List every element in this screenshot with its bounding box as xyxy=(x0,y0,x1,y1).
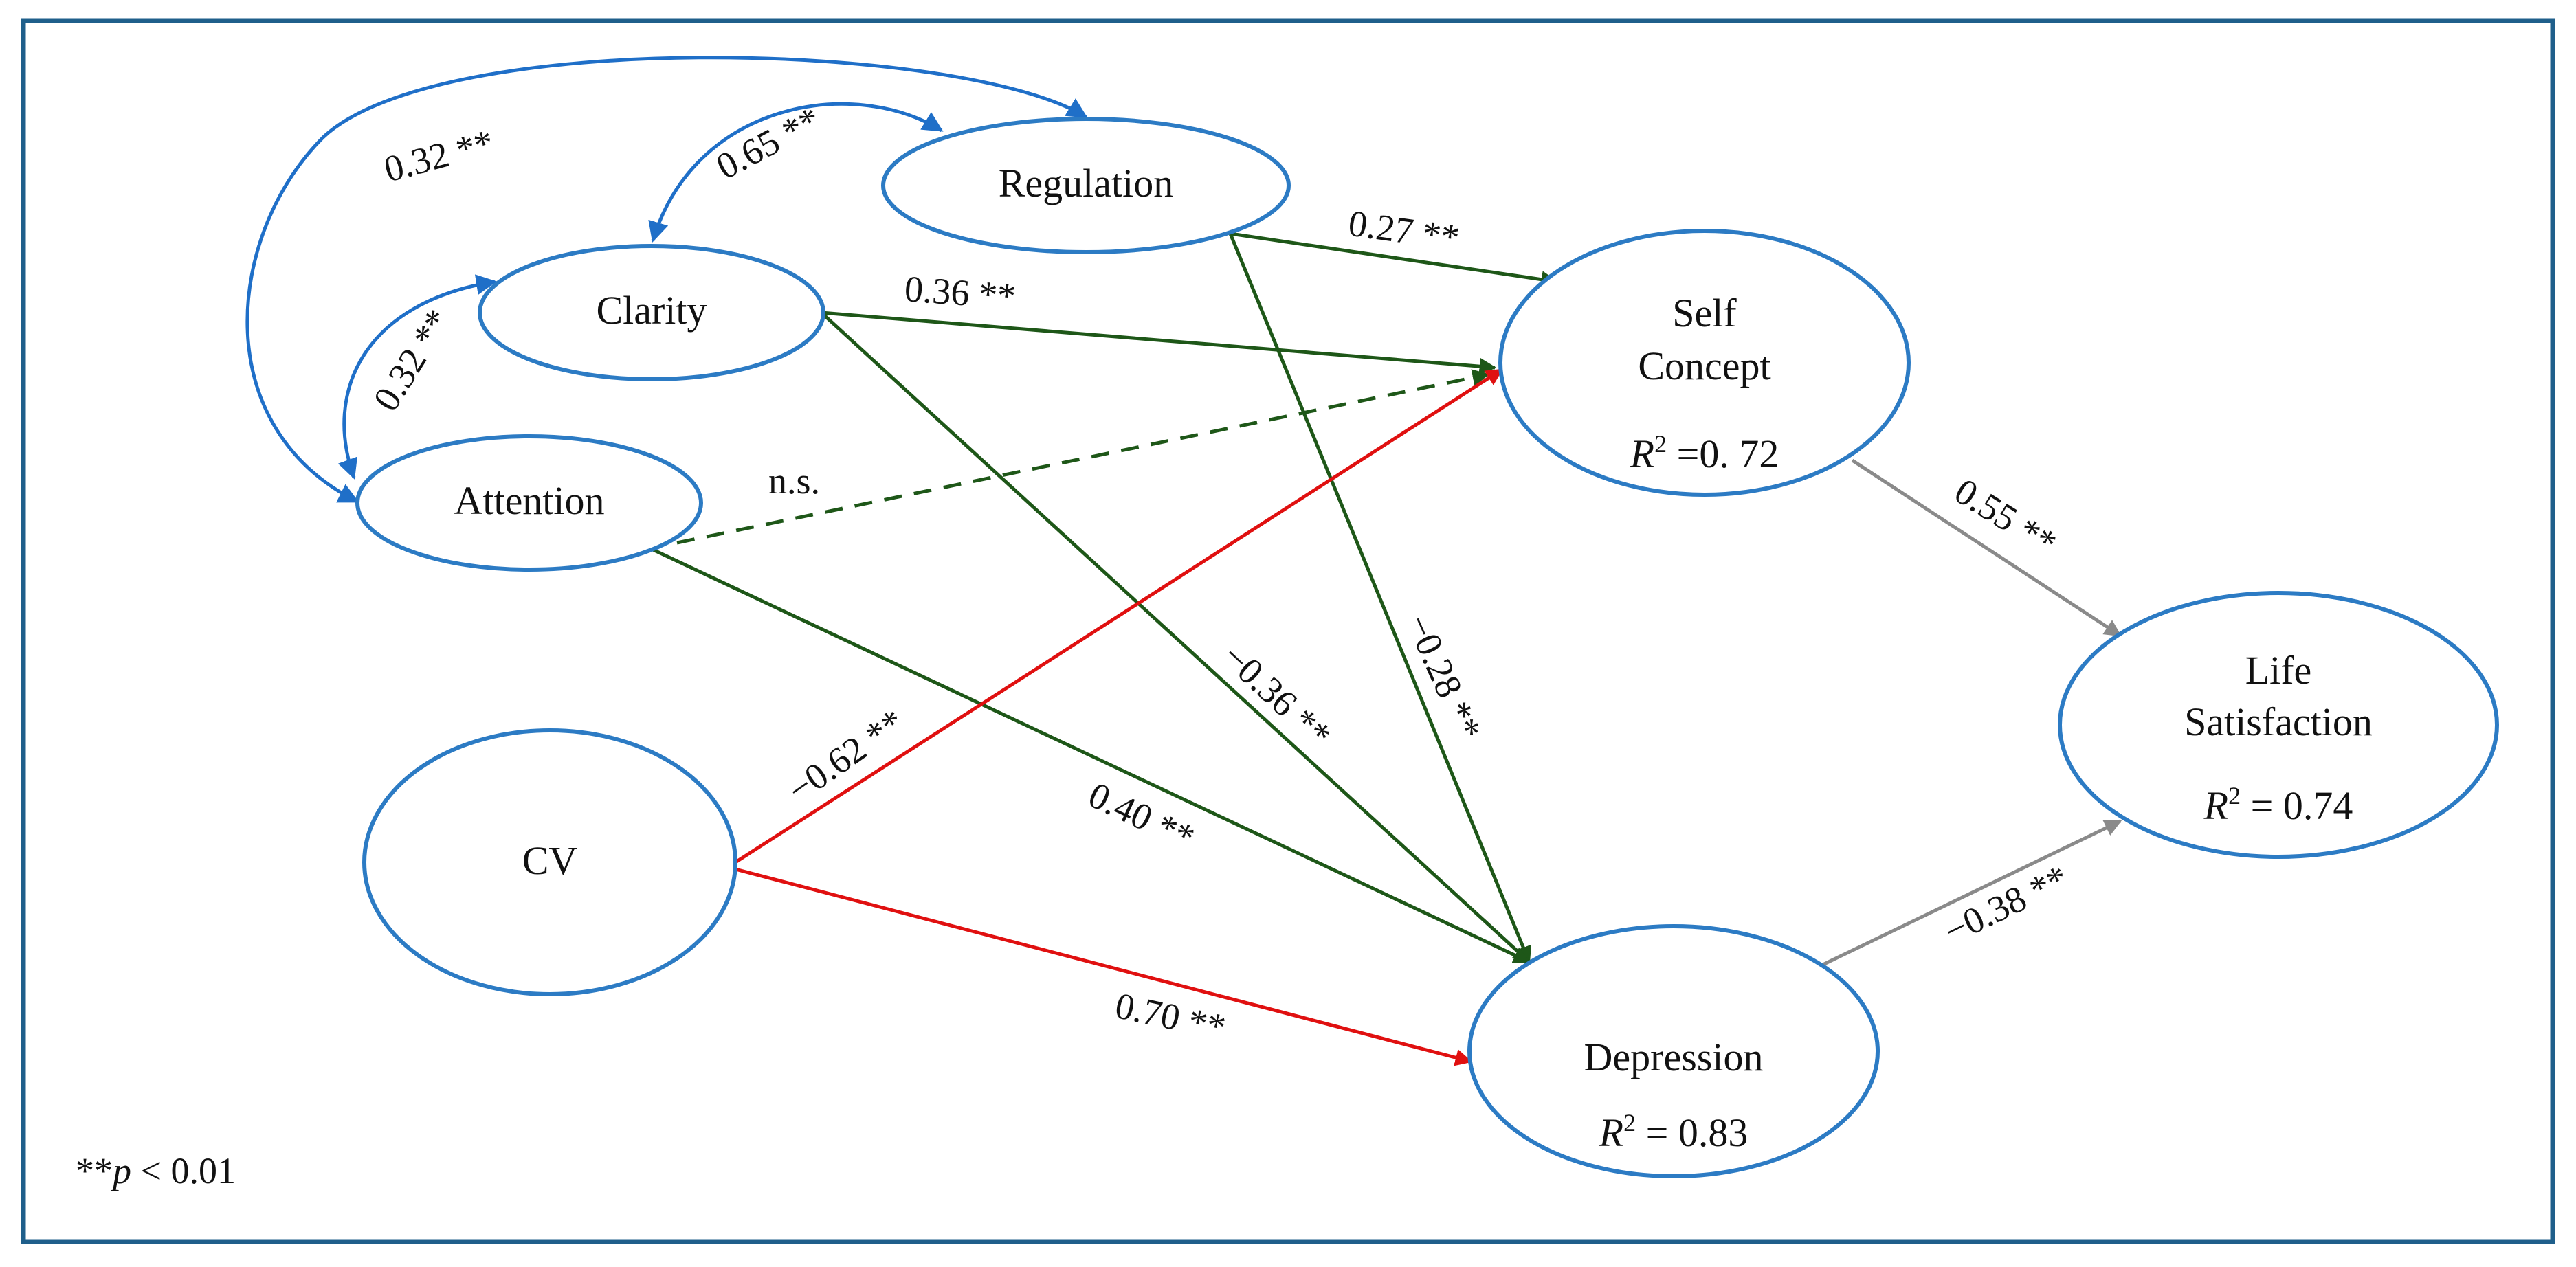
note-stars: ** xyxy=(76,1150,113,1191)
node-cv: CV xyxy=(362,728,737,996)
r2-value: = 0.83 xyxy=(1636,1110,1748,1155)
node-life-satisfaction: Life Satisfaction R2 = 0.74 xyxy=(2058,591,2499,859)
path-regulation-depression xyxy=(1228,233,1532,964)
path-cv-selfconcept xyxy=(734,368,1504,864)
node-attention-label: Attention xyxy=(454,478,604,523)
label-depression-lifesat: −0.38 ** xyxy=(1937,857,2074,952)
node-life-satisfaction-line2: Satisfaction xyxy=(2184,699,2373,744)
node-depression: Depression R2 = 0.83 xyxy=(1467,924,1880,1178)
r2-symbol: R xyxy=(1630,431,1654,476)
r2-value: =0. 72 xyxy=(1667,431,1779,476)
figure-frame xyxy=(21,18,2555,1244)
node-cv-label: CV xyxy=(522,838,578,883)
r2-symbol: R xyxy=(2203,783,2228,828)
label-attention-selfconcept: n.s. xyxy=(768,460,820,502)
r2-value: = 0.74 xyxy=(2241,783,2353,828)
correlation-arc-clarity-regulation xyxy=(648,102,944,243)
node-clarity-label: Clarity xyxy=(596,288,707,333)
label-selfconcept-lifesat: 0.55 ** xyxy=(1948,470,2064,564)
node-self-concept-r2: R2 =0. 72 xyxy=(1630,430,1779,476)
label-corr-attention-clarity: 0.32 ** xyxy=(365,302,459,418)
path-regulation-selfconcept xyxy=(1230,232,1559,289)
label-corr-clarity-regulation: 0.65 ** xyxy=(709,99,827,188)
label-clarity-depression: −0.36 ** xyxy=(1214,636,1340,756)
node-attention: Attention xyxy=(355,434,703,572)
label-clarity-selfconcept: 0.36 ** xyxy=(903,268,1017,317)
node-self-concept-line2: Concept xyxy=(1638,344,1770,388)
label-cv-selfconcept: −0.62 ** xyxy=(779,701,911,811)
node-self-concept-line1: Self xyxy=(1672,291,1737,335)
path-clarity-depression xyxy=(820,311,1531,963)
path-selfconcept-lifesat xyxy=(1851,458,2122,638)
node-depression-label: Depression xyxy=(1584,1035,1764,1079)
note-rest: < 0.01 xyxy=(131,1150,236,1191)
label-attention-depression: 0.40 ** xyxy=(1082,774,1201,858)
path-depression-lifesat xyxy=(1820,819,2122,967)
correlation-arc-attention-regulation xyxy=(245,56,1088,504)
r2-superscript: 2 xyxy=(1654,430,1667,458)
path-clarity-selfconcept xyxy=(821,311,1497,375)
node-clarity: Clarity xyxy=(478,244,825,381)
r2-superscript: 2 xyxy=(2228,782,2241,809)
r2-superscript: 2 xyxy=(1623,1109,1636,1136)
node-depression-r2: R2 = 0.83 xyxy=(1599,1109,1748,1155)
node-regulation-label: Regulation xyxy=(999,161,1174,205)
node-life-satisfaction-line1: Life xyxy=(2245,648,2312,693)
label-regulation-selfconcept: 0.27 ** xyxy=(1346,202,1462,258)
node-regulation: Regulation xyxy=(881,117,1291,254)
correlation-arc-attention-clarity xyxy=(337,274,497,480)
path-attention-depression xyxy=(652,548,1531,964)
path-attention-selfconcept xyxy=(676,369,1490,545)
note-p: p xyxy=(110,1150,131,1191)
significance-note: **p < 0.01 xyxy=(76,1150,236,1191)
r2-symbol: R xyxy=(1599,1110,1623,1155)
node-life-satisfaction-r2: R2 = 0.74 xyxy=(2203,782,2353,828)
node-self-concept: Self Concept R2 =0. 72 xyxy=(1498,229,1911,497)
label-corr-attention-regulation: 0.32 ** xyxy=(380,122,498,190)
path-cv-depression xyxy=(735,867,1473,1066)
